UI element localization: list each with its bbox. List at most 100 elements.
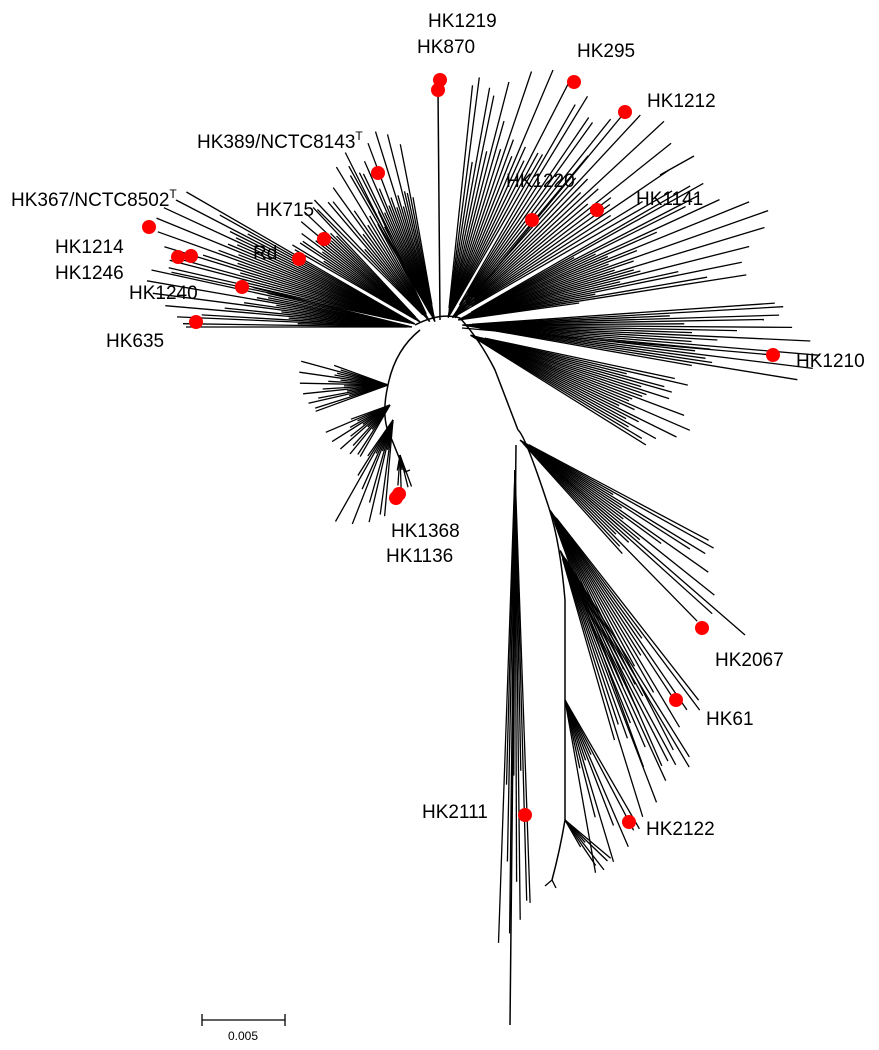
tree-branch-217	[335, 166, 424, 311]
tree-branch-129	[519, 439, 746, 636]
tree-branch-311	[379, 419, 394, 515]
tree-branch-12	[455, 69, 554, 300]
tree-branch-177	[551, 879, 557, 889]
tree-branch-213	[362, 233, 420, 309]
tree-branch-31	[461, 188, 599, 310]
tree-branch-328	[404, 469, 411, 473]
tree-branch-154	[566, 566, 632, 724]
tree-branch-108	[492, 347, 629, 428]
marker-hk715	[317, 232, 331, 246]
label-hk1219: HK1219	[428, 11, 497, 32]
tree-branch-20	[457, 181, 541, 309]
tree-branch-69	[481, 306, 784, 325]
tree-branch-152	[560, 552, 667, 781]
tree-branch-130	[555, 517, 700, 701]
label-hk1220: HK1220	[506, 171, 575, 192]
tree-branch-110	[470, 335, 647, 446]
tree-branch-159	[561, 558, 616, 741]
label-hk870: HK870	[417, 37, 475, 58]
label-hk1240: HK1240	[129, 283, 198, 304]
tree-branch-18	[458, 104, 576, 306]
tree-branch-244	[164, 246, 414, 325]
marker-hk61	[669, 693, 683, 707]
tree-branch-65	[487, 276, 708, 316]
tree-branch-38	[471, 200, 643, 307]
marker-hk1220	[525, 213, 539, 227]
tree-branch-2	[448, 161, 473, 311]
tree-branch-163	[564, 699, 629, 848]
tree-branch-160	[564, 699, 640, 830]
tree-branch-29	[460, 192, 582, 310]
scale-bar-label: 0.005	[228, 1029, 258, 1043]
tree-branch-223	[292, 244, 412, 318]
tree-branch-134	[557, 522, 679, 706]
tree-branch-170	[564, 819, 612, 859]
tree-branch-43	[483, 182, 704, 307]
tree-branch-14	[447, 160, 525, 318]
label-hk1214: HK1214	[55, 237, 124, 258]
tree-branch-209	[313, 199, 417, 308]
tree-branch-119	[534, 450, 624, 520]
isolate-labels: HK1219 HK870 HK295 HK1212 HK389/NCTC8143…	[11, 11, 865, 840]
tree-branch-76	[480, 324, 693, 334]
tree-branch-6	[448, 81, 510, 316]
tree-branch-210	[364, 248, 426, 317]
tree-branch-221	[377, 211, 427, 315]
tree-branch-88	[461, 327, 774, 356]
tree-branch-15	[453, 83, 569, 307]
lower-clade-stem	[547, 504, 566, 881]
tree-branch-80	[481, 326, 820, 356]
tree-branch-138	[558, 526, 636, 667]
tree-branch-161	[564, 699, 635, 831]
tree-branch-51	[477, 201, 750, 313]
tree-branch-77	[475, 324, 811, 342]
marker-hk389	[371, 166, 385, 180]
tree-branch-10	[447, 139, 515, 318]
tree-branch-16	[456, 152, 539, 302]
tree-branch-112	[537, 449, 714, 549]
tree-branch-238	[171, 271, 411, 324]
tree-branch-45	[458, 194, 699, 321]
tree-branch-253	[163, 207, 410, 322]
upper-stem	[437, 89, 441, 321]
tree-branch-32	[451, 203, 589, 319]
label-hk367: HK367/NCTC8502T	[11, 187, 177, 211]
marker-hk870	[431, 83, 445, 97]
tree-branch-120	[530, 448, 715, 596]
label-hk389-superscript: T	[355, 129, 363, 143]
tree-branch-295	[333, 364, 389, 386]
tree-branch-216	[367, 224, 421, 307]
tree-branch-36	[455, 169, 669, 317]
tree-branch-272	[146, 280, 403, 326]
tree-branch-242	[183, 259, 408, 323]
tree-branch-309	[350, 404, 391, 420]
tree-branch-310	[383, 419, 394, 517]
scale-bar: 0.005	[201, 1014, 286, 1043]
tree-branch-87	[479, 327, 692, 367]
tree-branch-111	[528, 444, 709, 541]
tree-branch-63	[459, 261, 742, 321]
tree-branch-33	[467, 142, 672, 306]
tree-branch-42	[470, 185, 691, 314]
tree-branch-93	[491, 340, 672, 393]
tree-branch-1	[449, 77, 480, 299]
tree-branch-164	[564, 699, 615, 826]
marker-hk1246	[171, 250, 185, 264]
tree-branch-123	[534, 452, 713, 615]
tree-branch-68	[471, 302, 775, 325]
tree-branch-212	[332, 201, 422, 311]
tree-branch-98	[489, 341, 685, 417]
marker-hk1214	[184, 249, 198, 263]
label-hk1212: HK1212	[647, 91, 716, 112]
tree-branch-61	[483, 281, 621, 315]
label-hk1136: HK1136	[386, 546, 453, 567]
right-basal-branch	[459, 317, 519, 431]
label-hk1368: HK1368	[391, 521, 460, 542]
tree-branch-321	[367, 419, 394, 457]
tree-branch-25	[455, 155, 589, 315]
tree-branch-261	[182, 323, 403, 328]
tree-branch-13	[451, 146, 526, 311]
label-hk1141: HK1141	[636, 189, 703, 210]
tree-branch-208	[316, 208, 424, 316]
